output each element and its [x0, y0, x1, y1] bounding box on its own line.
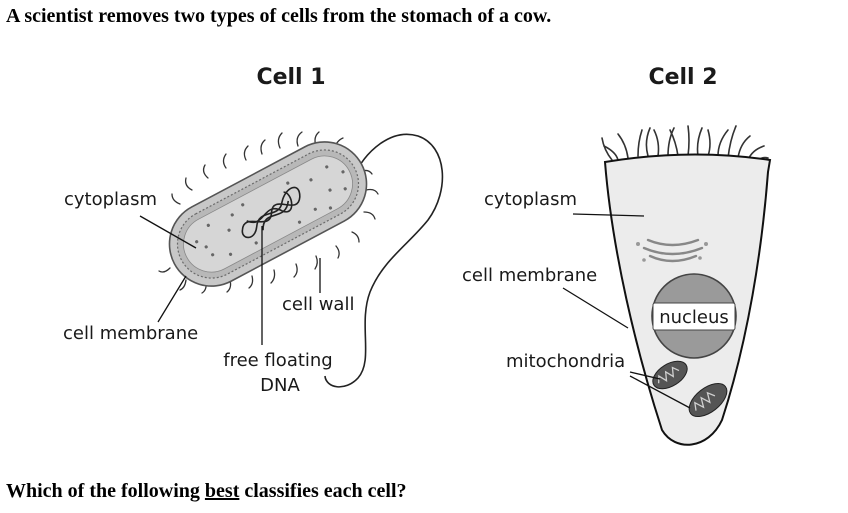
cell2-nucleus-label-box — [652, 302, 736, 331]
question-intro: A scientist removes two types of cells f… — [6, 5, 552, 27]
cell2-label-mitochondria: mitochondria — [506, 351, 625, 372]
cell2-mito-leader-1 — [629, 371, 661, 380]
cell2-membrane-leader — [562, 287, 629, 329]
cell1-flagellum — [324, 133, 444, 388]
cell1-cytoplasm-leader — [139, 215, 197, 249]
cell1-ribosomes — [195, 165, 347, 257]
question-prompt: Which of the following best classifies e… — [6, 480, 407, 503]
cell1-label-dna-line2: DNA — [260, 375, 300, 396]
cell1-title: Cell 1 — [256, 65, 325, 90]
cell2-title: Cell 2 — [648, 65, 717, 90]
prompt-emphasis: best — [204, 480, 240, 502]
cell2-mitochondrion-2 — [688, 382, 728, 418]
cell2-label-cell-membrane: cell membrane — [462, 265, 597, 286]
cell2-golgi — [642, 238, 704, 263]
prompt-before: Which of the following — [6, 480, 205, 502]
cell2-cytoplasm-leader — [572, 213, 645, 217]
cell1-label-cell-membrane: cell membrane — [63, 323, 198, 344]
cell2-mitochondrion-1 — [652, 360, 688, 390]
cell1-label-cytoplasm: cytoplasm — [64, 189, 157, 210]
cell1-dna — [241, 186, 301, 239]
prompt-after: classifies each cell? — [239, 480, 407, 502]
cell2-label-cytoplasm: cytoplasm — [484, 189, 577, 210]
cell1-bacterium — [158, 131, 444, 388]
cell2-label-nucleus: nucleus — [659, 307, 729, 328]
cell2-vesicles — [636, 242, 708, 262]
cell1-label-cell-wall: cell wall — [282, 294, 354, 315]
cell1-membrane-leader — [157, 275, 187, 323]
cell2-mito-leader-2 — [629, 375, 691, 409]
cell1-label-dna-line1: free floating — [223, 350, 333, 371]
